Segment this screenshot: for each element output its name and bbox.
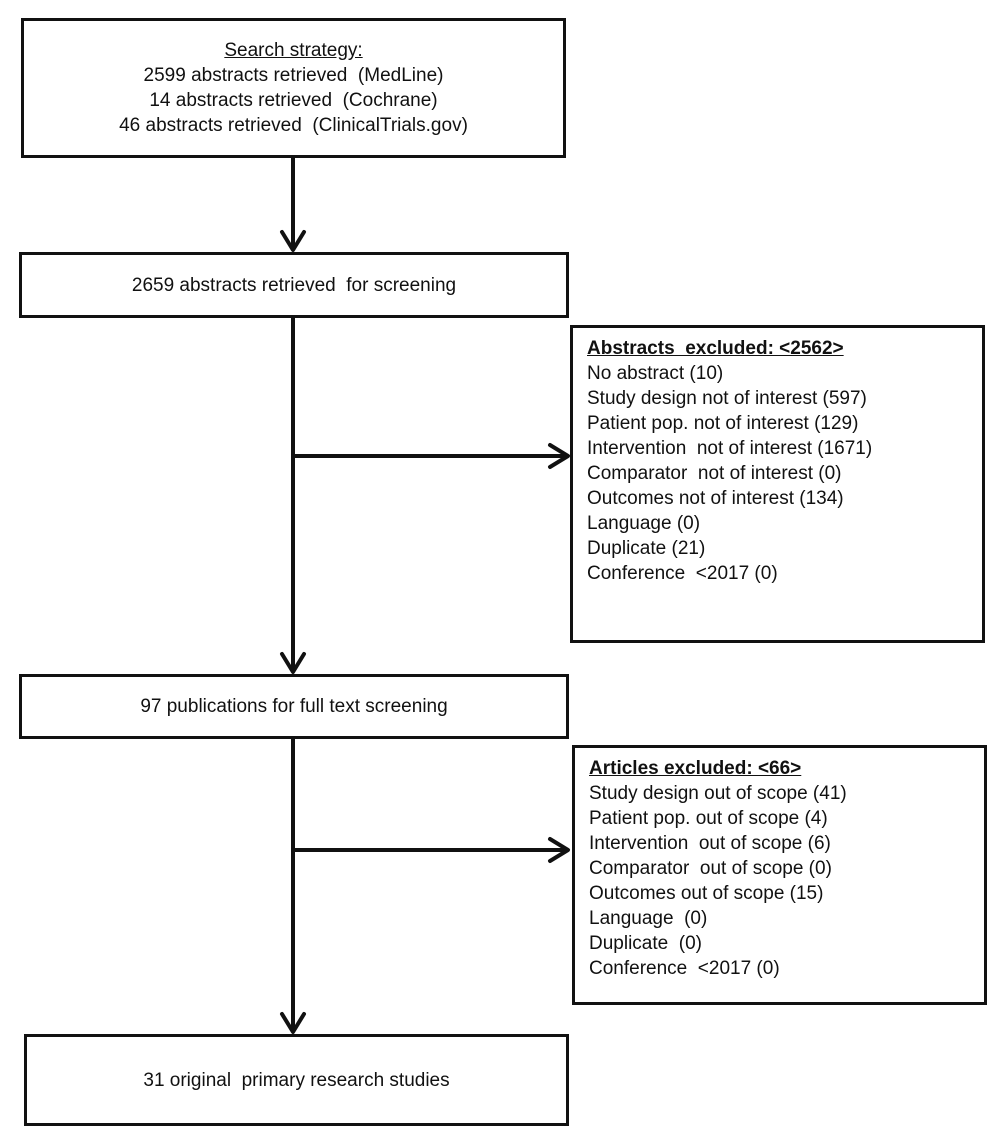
articles-excluded-box: Articles excluded: <66> Study design out… [572,745,987,1005]
abstracts-excluded-item: Conference <2017 (0) [587,563,778,584]
abstracts-excluded-heading: Abstracts excluded: <2562> [587,338,844,359]
search-line-clinicaltrials: 46 abstracts retrieved (ClinicalTrials.g… [119,115,468,136]
articles-excluded-item: Intervention out of scope (6) [589,833,831,854]
fulltext-screening-text: 97 publications for full text screening [140,696,448,717]
articles-excluded-item: Patient pop. out of scope (4) [589,808,828,829]
articles-excluded-item: Conference <2017 (0) [589,958,780,979]
arrowhead-fulltext-to-final [280,1012,306,1034]
articles-excluded-item: Outcomes out of scope (15) [589,883,824,904]
abstracts-excluded-item: No abstract (10) [587,363,724,384]
arrowhead-search-to-screening [280,230,306,252]
abstracts-excluded-item: Language (0) [587,513,701,534]
search-strategy-heading: Search strategy: [224,40,363,61]
abstracts-excluded-item: Duplicate (21) [587,538,706,559]
final-studies-text: 31 original primary research studies [143,1069,450,1091]
final-studies-box: 31 original primary research studies [24,1034,569,1126]
articles-excluded-heading: Articles excluded: <66> [589,758,802,779]
abstracts-excluded-box: Abstracts excluded: <2562> No abstract (… [570,325,985,643]
arrowhead-to-articles-excluded [548,837,570,863]
articles-excluded-item: Comparator out of scope (0) [589,858,832,879]
search-line-cochrane: 14 abstracts retrieved (Cochrane) [149,90,438,111]
articles-excluded-item: Language (0) [589,908,708,929]
articles-excluded-item: Duplicate (0) [589,933,702,954]
arrowhead-to-abstracts-excluded [548,443,570,469]
screening-box: 2659 abstracts retrieved for screening [19,252,569,318]
screening-text: 2659 abstracts retrieved for screening [131,274,457,296]
articles-excluded-item: Study design out of scope (41) [589,783,847,804]
abstracts-excluded-item: Comparator not of interest (0) [587,463,842,484]
search-strategy-box: Search strategy: 2599 abstracts retrieve… [21,18,566,158]
abstracts-excluded-item: Outcomes not of interest (134) [587,488,844,509]
fulltext-screening-box: 97 publications for full text screening [19,674,569,739]
search-line-medline: 2599 abstracts retrieved (MedLine) [143,65,444,86]
abstracts-excluded-item: Study design not of interest (597) [587,388,867,409]
abstracts-excluded-item: Intervention not of interest (1671) [587,438,873,459]
abstracts-excluded-item: Patient pop. not of interest (129) [587,413,859,434]
arrowhead-screening-to-fulltext [280,652,306,674]
